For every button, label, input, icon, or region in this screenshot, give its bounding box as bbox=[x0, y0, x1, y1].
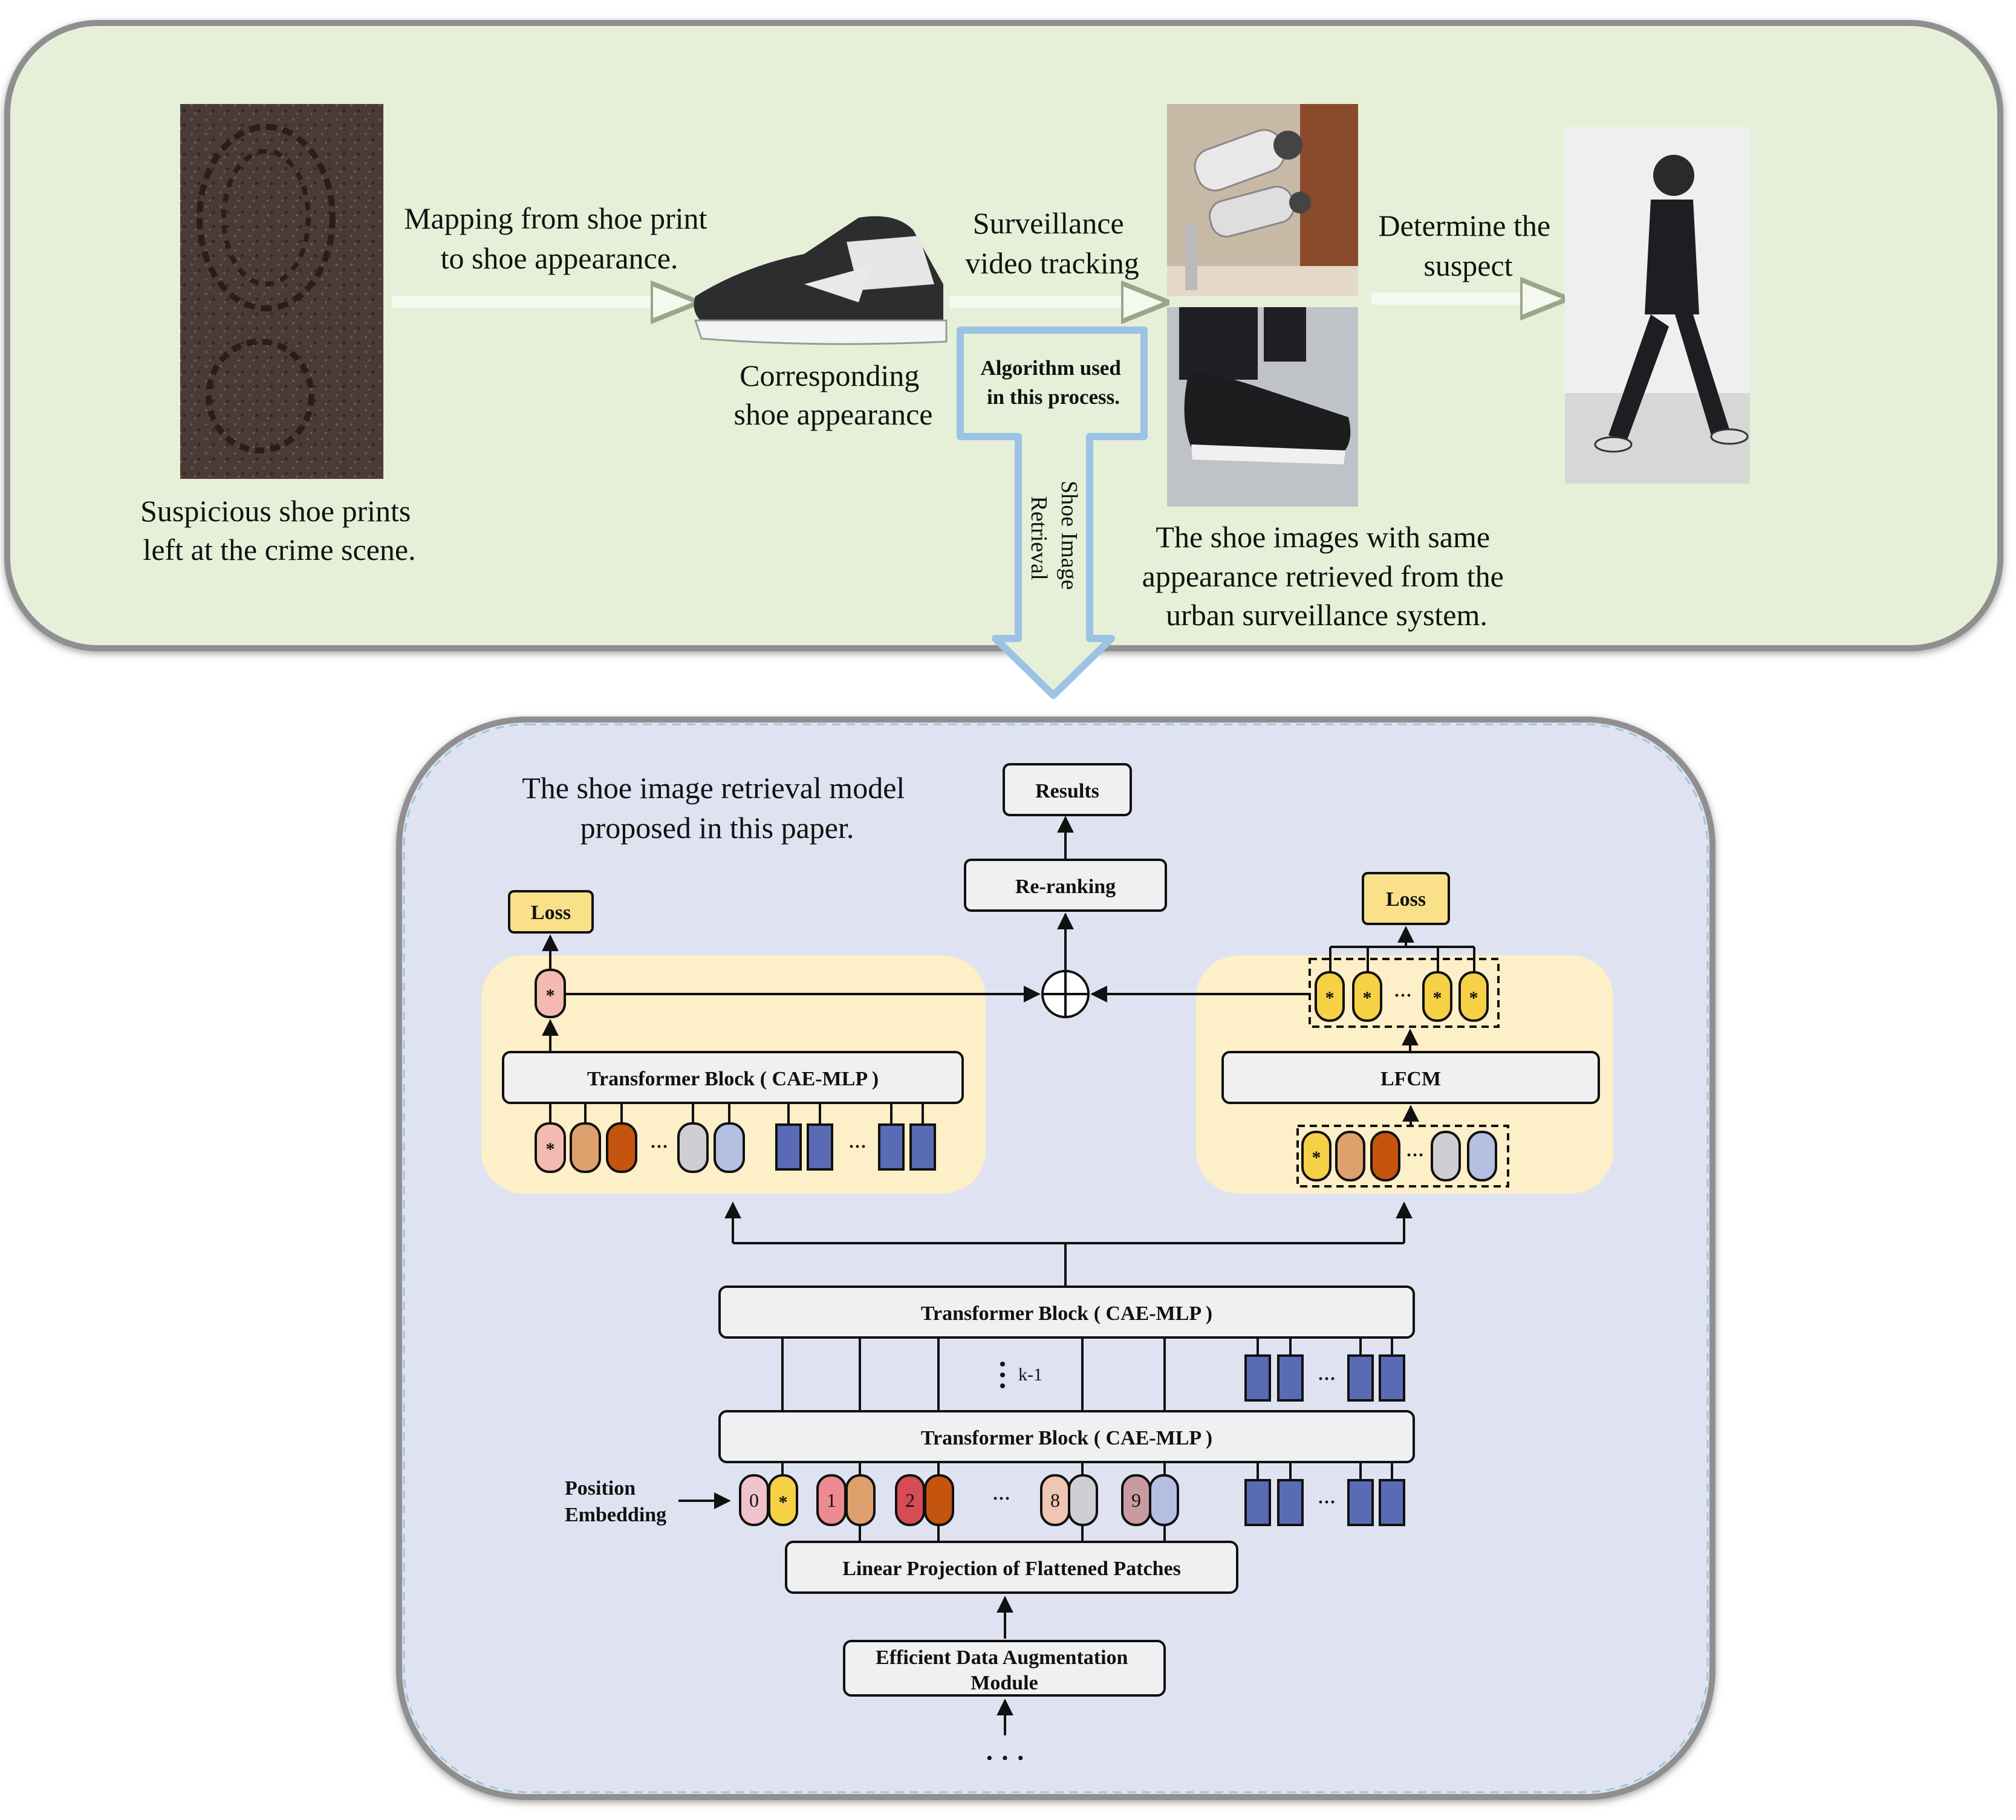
lfcm-box bbox=[1221, 1051, 1600, 1104]
retrieved-caption: The shoe images with same appearance ret… bbox=[1142, 520, 1512, 632]
projection-connectors bbox=[859, 1525, 1166, 1542]
transformer-block-top-label: Transformer Block ( CAE-MLP ) bbox=[921, 1302, 1212, 1325]
transformer-block-bottom bbox=[718, 1410, 1415, 1463]
mapping-label: Mapping from shoe print to shoe appearan… bbox=[404, 201, 715, 275]
stack-connectors bbox=[781, 1337, 1405, 1411]
svg-text:8: 8 bbox=[1050, 1489, 1060, 1511]
transformer-block-top bbox=[718, 1285, 1415, 1339]
linear-projection-box bbox=[785, 1541, 1238, 1594]
model-title: The shoe image retrieval model proposed … bbox=[522, 771, 912, 845]
input-dots: · · · bbox=[985, 1743, 1025, 1773]
svg-text:*: * bbox=[779, 1492, 788, 1512]
loss-right-box bbox=[1362, 872, 1450, 925]
svg-text:*: * bbox=[1433, 988, 1442, 1008]
corresponding-caption: Corresponding shoe appearance bbox=[734, 359, 933, 431]
svg-text:0: 0 bbox=[749, 1489, 759, 1511]
retrieval-label: Shoe Image Retrieval bbox=[1026, 481, 1082, 596]
svg-text:···: ··· bbox=[992, 1489, 1010, 1509]
shoe-print-photo bbox=[180, 104, 383, 479]
svg-text:2: 2 bbox=[905, 1489, 915, 1511]
circle-plus-icon bbox=[1041, 970, 1090, 1018]
results-box bbox=[1003, 763, 1132, 816]
retrieval-arrow bbox=[957, 327, 1148, 699]
svg-text:*: * bbox=[1325, 988, 1335, 1008]
local-input-tokens bbox=[1296, 1125, 1509, 1188]
augmentation-label: Efficient Data Augmentation Module bbox=[876, 1646, 1133, 1694]
local-output-tokens bbox=[1309, 926, 1500, 1028]
position-embedding-label: Position Embedding bbox=[565, 1477, 666, 1526]
branch-split-connector bbox=[724, 1201, 1413, 1287]
embedded-tokens bbox=[739, 1462, 1405, 1526]
svg-text:···: ··· bbox=[1318, 1369, 1336, 1389]
svg-text:···: ··· bbox=[1394, 986, 1412, 1006]
walking-suspect-photo bbox=[1565, 127, 1750, 484]
svg-text:···: ··· bbox=[1318, 1492, 1336, 1512]
shoe-print-caption: Suspicious shoe prints left at the crime… bbox=[140, 494, 418, 567]
transformer-block-bottom-label: Transformer Block ( CAE-MLP ) bbox=[921, 1427, 1212, 1449]
surveillance-camera-photo bbox=[1167, 104, 1358, 296]
algorithm-note: Algorithm used in this process. bbox=[980, 356, 1126, 409]
retrieved-shoe-photo bbox=[1167, 307, 1358, 507]
reranking-label: Re-ranking bbox=[1015, 876, 1116, 898]
svg-text:9: 9 bbox=[1131, 1489, 1141, 1511]
svg-text:*: * bbox=[1363, 988, 1372, 1008]
loss-left-box bbox=[508, 890, 594, 934]
svg-text:···: ··· bbox=[650, 1137, 668, 1157]
transformer-block-branch-label: Transformer Block ( CAE-MLP ) bbox=[587, 1068, 879, 1090]
svg-text:*: * bbox=[1312, 1148, 1321, 1168]
determine-label: Determine the suspect bbox=[1378, 209, 1558, 282]
position-indices: 0 1 2 8 9 bbox=[749, 1489, 1141, 1511]
lfcm-label: LFCM bbox=[1380, 1068, 1441, 1090]
loss-left-label: Loss bbox=[531, 902, 571, 924]
svg-text:k-1: k-1 bbox=[1018, 1365, 1042, 1385]
augmentation-box bbox=[843, 1640, 1166, 1697]
loss-right-label: Loss bbox=[1386, 888, 1426, 911]
svg-text:*: * bbox=[1469, 988, 1478, 1008]
surveillance-label: Surveillance video tracking bbox=[965, 206, 1139, 280]
k-minus-1-indicator: k-1 bbox=[1000, 1362, 1042, 1388]
svg-text:···: ··· bbox=[1406, 1145, 1424, 1165]
svg-text:*: * bbox=[546, 986, 555, 1006]
linear-projection-label: Linear Projection of Flattened Patches bbox=[842, 1558, 1181, 1580]
sneaker-photo bbox=[694, 216, 948, 345]
results-label: Results bbox=[1035, 780, 1099, 802]
transformer-block-branch bbox=[502, 1051, 964, 1104]
svg-text:1: 1 bbox=[827, 1489, 836, 1511]
branch-input-tokens bbox=[535, 1103, 936, 1173]
svg-text:*: * bbox=[546, 1139, 555, 1159]
svg-text:···: ··· bbox=[848, 1137, 867, 1157]
